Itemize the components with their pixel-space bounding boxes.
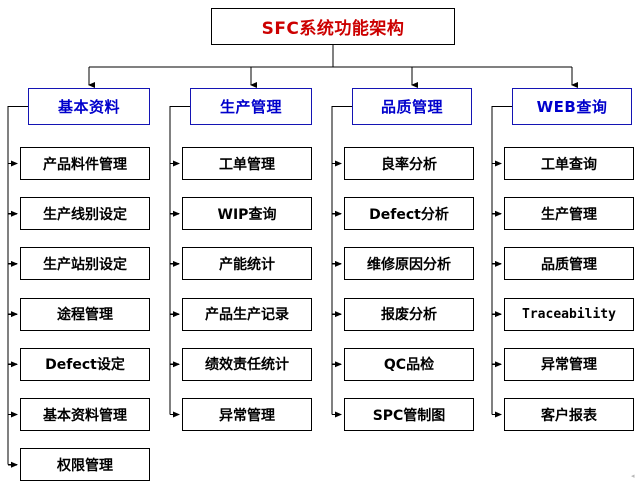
column-2-item-2[interactable]: WIP查询 [182, 197, 312, 231]
corner-mark: ◂ [631, 472, 635, 480]
column-1-item-2[interactable]: 生产线别设定 [20, 197, 150, 231]
column-3-item-3[interactable]: 维修原因分析 [344, 247, 474, 281]
column-4-item-4[interactable]: Traceability [504, 297, 634, 331]
column-header-1[interactable]: 基本资料 [28, 88, 150, 125]
column-4-item-3[interactable]: 品质管理 [504, 247, 634, 281]
column-1-item-3[interactable]: 生产站别设定 [20, 247, 150, 281]
column-4-item-5[interactable]: 异常管理 [504, 347, 634, 381]
column-3-item-5[interactable]: QC品检 [344, 347, 474, 381]
column-2-item-4[interactable]: 产品生产记录 [182, 297, 312, 331]
column-2-item-1[interactable]: 工单管理 [182, 147, 312, 180]
column-3-item-1[interactable]: 良率分析 [344, 147, 474, 180]
column-3-item-6[interactable]: SPC管制图 [344, 398, 474, 431]
column-3-item-4[interactable]: 报废分析 [344, 297, 474, 331]
column-1-item-7[interactable]: 权限管理 [20, 448, 150, 482]
column-1-item-4[interactable]: 途程管理 [20, 297, 150, 331]
diagram-title: SFC系统功能架构 [211, 8, 455, 45]
column-4-item-2[interactable]: 生产管理 [504, 197, 634, 231]
column-4-item-1[interactable]: 工单查询 [504, 147, 634, 180]
column-2-item-3[interactable]: 产能统计 [182, 247, 312, 281]
column-header-3[interactable]: 品质管理 [352, 88, 472, 125]
column-2-item-5[interactable]: 绩效责任统计 [182, 347, 312, 381]
column-header-2[interactable]: 生产管理 [190, 88, 312, 125]
column-1-item-6[interactable]: 基本资料管理 [20, 398, 150, 431]
column-1-item-1[interactable]: 产品料件管理 [20, 147, 150, 180]
column-2-item-6[interactable]: 异常管理 [182, 398, 312, 431]
column-1-item-5[interactable]: Defect设定 [20, 347, 150, 381]
column-header-4[interactable]: WEB查询 [512, 88, 632, 125]
column-4-item-6[interactable]: 客户报表 [504, 398, 634, 431]
column-3-item-2[interactable]: Defect分析 [344, 197, 474, 231]
